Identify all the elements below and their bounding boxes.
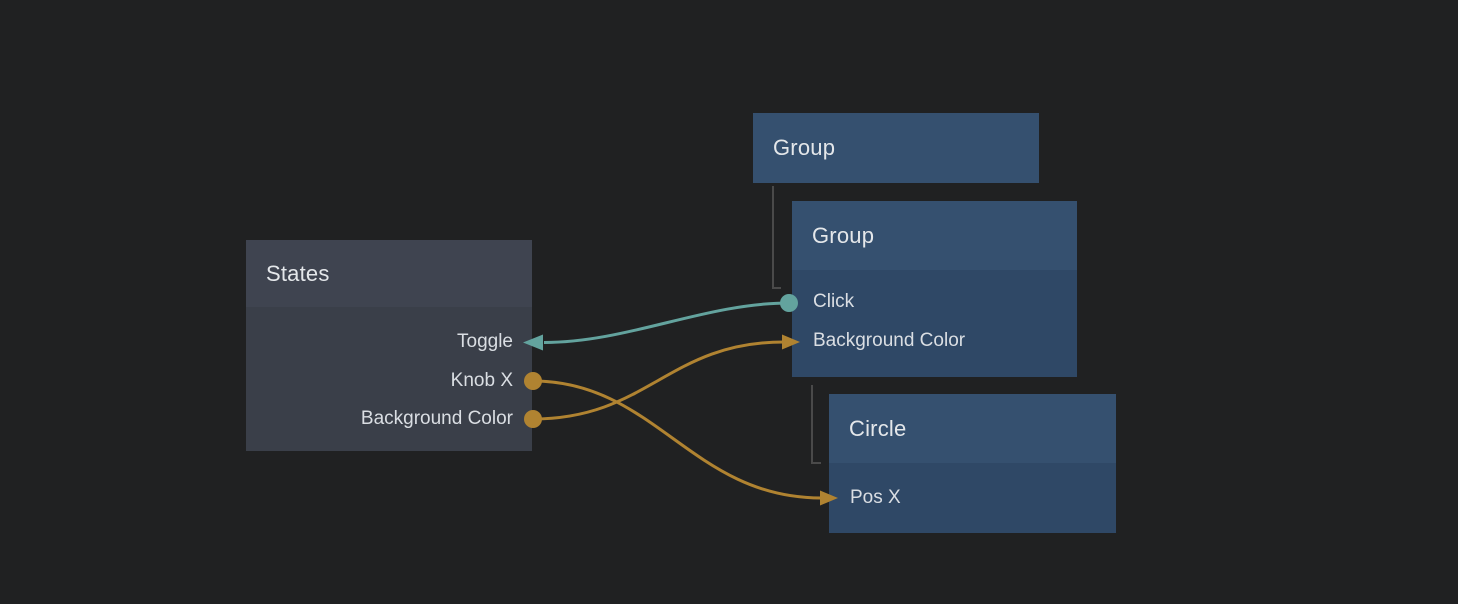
edge-knob-x-to-pos-x[interactable] [532, 379, 822, 500]
node-circle[interactable]: Circle Pos X [829, 394, 1116, 533]
arrowhead-pos-x[interactable] [820, 490, 838, 506]
port-background-color-in[interactable]: Background Color [813, 329, 966, 351]
node-circle-header[interactable]: Circle [829, 394, 1116, 463]
node-group-inner[interactable]: Group Click Background Color [792, 201, 1077, 377]
port-knob-x[interactable]: Knob X [450, 369, 513, 391]
port-dot-background-color[interactable] [524, 410, 542, 428]
port-background-color-out[interactable]: Background Color [360, 408, 513, 429]
node-title: Circle [849, 415, 907, 441]
node-title: Group [812, 222, 875, 248]
port-dot-click[interactable] [780, 294, 798, 312]
arrowhead-toggle[interactable] [523, 334, 543, 351]
node-group-inner-header[interactable]: Group [792, 201, 1077, 270]
node-states[interactable]: States Toggle Knob X Background Color [246, 240, 532, 451]
node-states-body: Toggle Knob X Background Color [246, 307, 532, 451]
node-title: States [266, 260, 330, 286]
node-states-header[interactable]: States [246, 240, 532, 307]
port-toggle[interactable]: Toggle [457, 331, 513, 352]
edge-background-color-to-background-color[interactable] [532, 340, 785, 421]
node-group-outer[interactable]: Group [753, 113, 1039, 183]
edge-click-to-toggle[interactable] [543, 301, 790, 344]
port-click[interactable]: Click [813, 291, 855, 312]
hierarchy-connector-group-to-circle [811, 385, 821, 464]
port-pos-x[interactable]: Pos X [850, 487, 901, 508]
node-group-inner-body: Click Background Color [792, 270, 1077, 377]
port-dot-knob-x[interactable] [524, 372, 542, 390]
arrowhead-background-color[interactable] [782, 334, 800, 350]
node-title: Group [773, 135, 836, 160]
node-group-outer-header[interactable]: Group [753, 113, 1039, 183]
hierarchy-connector-group-to-group [772, 186, 781, 289]
node-circle-body: Pos X [829, 463, 1116, 533]
